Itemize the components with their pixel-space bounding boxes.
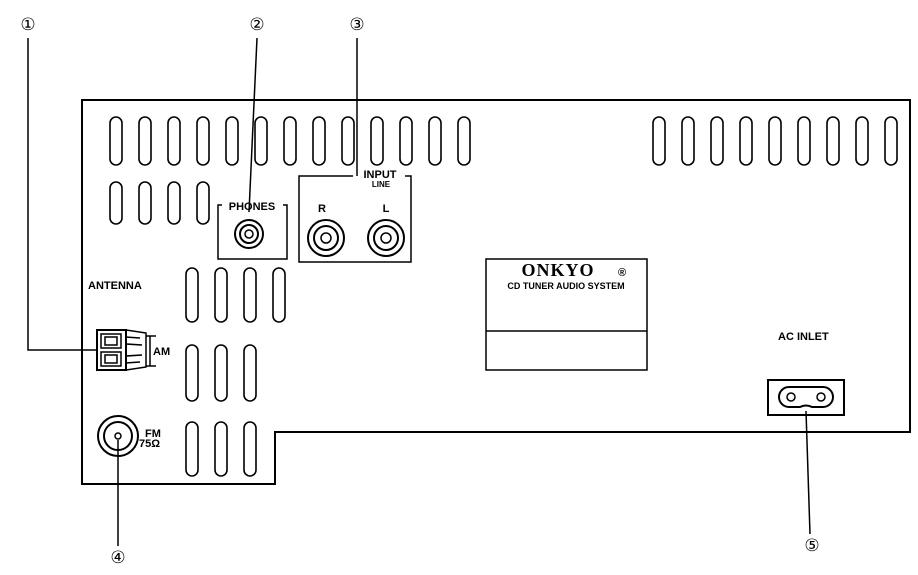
callout-number-4: ④: [110, 548, 125, 567]
phones-jack[interactable]: [234, 219, 264, 249]
rear-panel-outline: [81, 99, 911, 485]
vent-slot: [739, 116, 753, 166]
ac-inlet[interactable]: [767, 379, 845, 416]
fm-label: FM: [145, 428, 161, 440]
vent-slot: [428, 116, 442, 166]
vent-slot: [214, 267, 228, 323]
vent-slot: [196, 181, 210, 225]
callout-5: ⑤: [804, 410, 820, 555]
vent-slot: [138, 116, 152, 166]
line-input-jacks: [307, 219, 405, 257]
vent-slots: [109, 116, 898, 477]
vent-slot: [283, 116, 297, 166]
brand-logo: ONKYO: [521, 260, 594, 280]
vent-slot: [243, 267, 257, 323]
phones-label: PHONES: [229, 201, 275, 213]
vent-slot: [710, 116, 724, 166]
vent-slot: [797, 116, 811, 166]
vent-slot: [855, 116, 869, 166]
callout-number-3: ③: [349, 15, 364, 34]
phones-group: PHONES: [217, 201, 288, 260]
am-antenna-terminal[interactable]: [96, 329, 156, 371]
vent-slot: [254, 116, 268, 166]
vent-slot: [214, 421, 228, 477]
am-label: AM: [153, 346, 170, 358]
vent-slot: [457, 116, 471, 166]
callout-1: ①: [20, 15, 100, 351]
vent-slot: [341, 116, 355, 166]
ac-inlet-label: AC INLET: [778, 331, 829, 343]
line-label: LINE: [372, 180, 391, 189]
brand-registered-mark: ®: [618, 267, 626, 279]
product-name: CD TUNER AUDIO SYSTEM: [507, 281, 624, 291]
vent-slot: [652, 116, 666, 166]
vent-slot: [167, 181, 181, 225]
callout-number-5: ⑤: [804, 536, 819, 555]
vent-slot: [196, 116, 210, 166]
vent-slot: [109, 116, 123, 166]
callout-2: ②: [248, 15, 265, 213]
vent-slot: [399, 116, 413, 166]
vent-slot: [370, 116, 384, 166]
line-input-right-jack[interactable]: [307, 219, 345, 257]
line-input-left-jack[interactable]: [367, 219, 405, 257]
vent-slot: [185, 267, 199, 323]
vent-slot: [185, 344, 199, 402]
vent-slot: [214, 344, 228, 402]
vent-slot: [243, 344, 257, 402]
callout-3: ③: [349, 15, 365, 176]
product-nameplate: ONKYO ® CD TUNER AUDIO SYSTEM: [485, 258, 648, 371]
vent-slot: [681, 116, 695, 166]
input-group: INPUT LINE R L: [298, 169, 412, 263]
vent-slot: [243, 421, 257, 477]
callout-number-1: ①: [20, 15, 35, 34]
vent-slot: [826, 116, 840, 166]
vent-slot: [272, 267, 286, 323]
vent-slot: [312, 116, 326, 166]
vent-slot: [185, 421, 199, 477]
fm-antenna-jack[interactable]: [97, 415, 139, 457]
vent-slot: [138, 181, 152, 225]
input-label: INPUT: [364, 169, 397, 181]
vent-slot: [768, 116, 782, 166]
vent-slot: [109, 181, 123, 225]
vent-slot: [167, 116, 181, 166]
callout-number-2: ②: [249, 15, 264, 34]
input-left-label: L: [383, 203, 390, 215]
antenna-label: ANTENNA: [88, 280, 142, 292]
callout-4: ④: [110, 440, 126, 567]
fm-impedance-label: 75Ω: [139, 438, 160, 450]
vent-slot: [225, 116, 239, 166]
vent-slot: [884, 116, 898, 166]
input-right-label: R: [318, 203, 326, 215]
